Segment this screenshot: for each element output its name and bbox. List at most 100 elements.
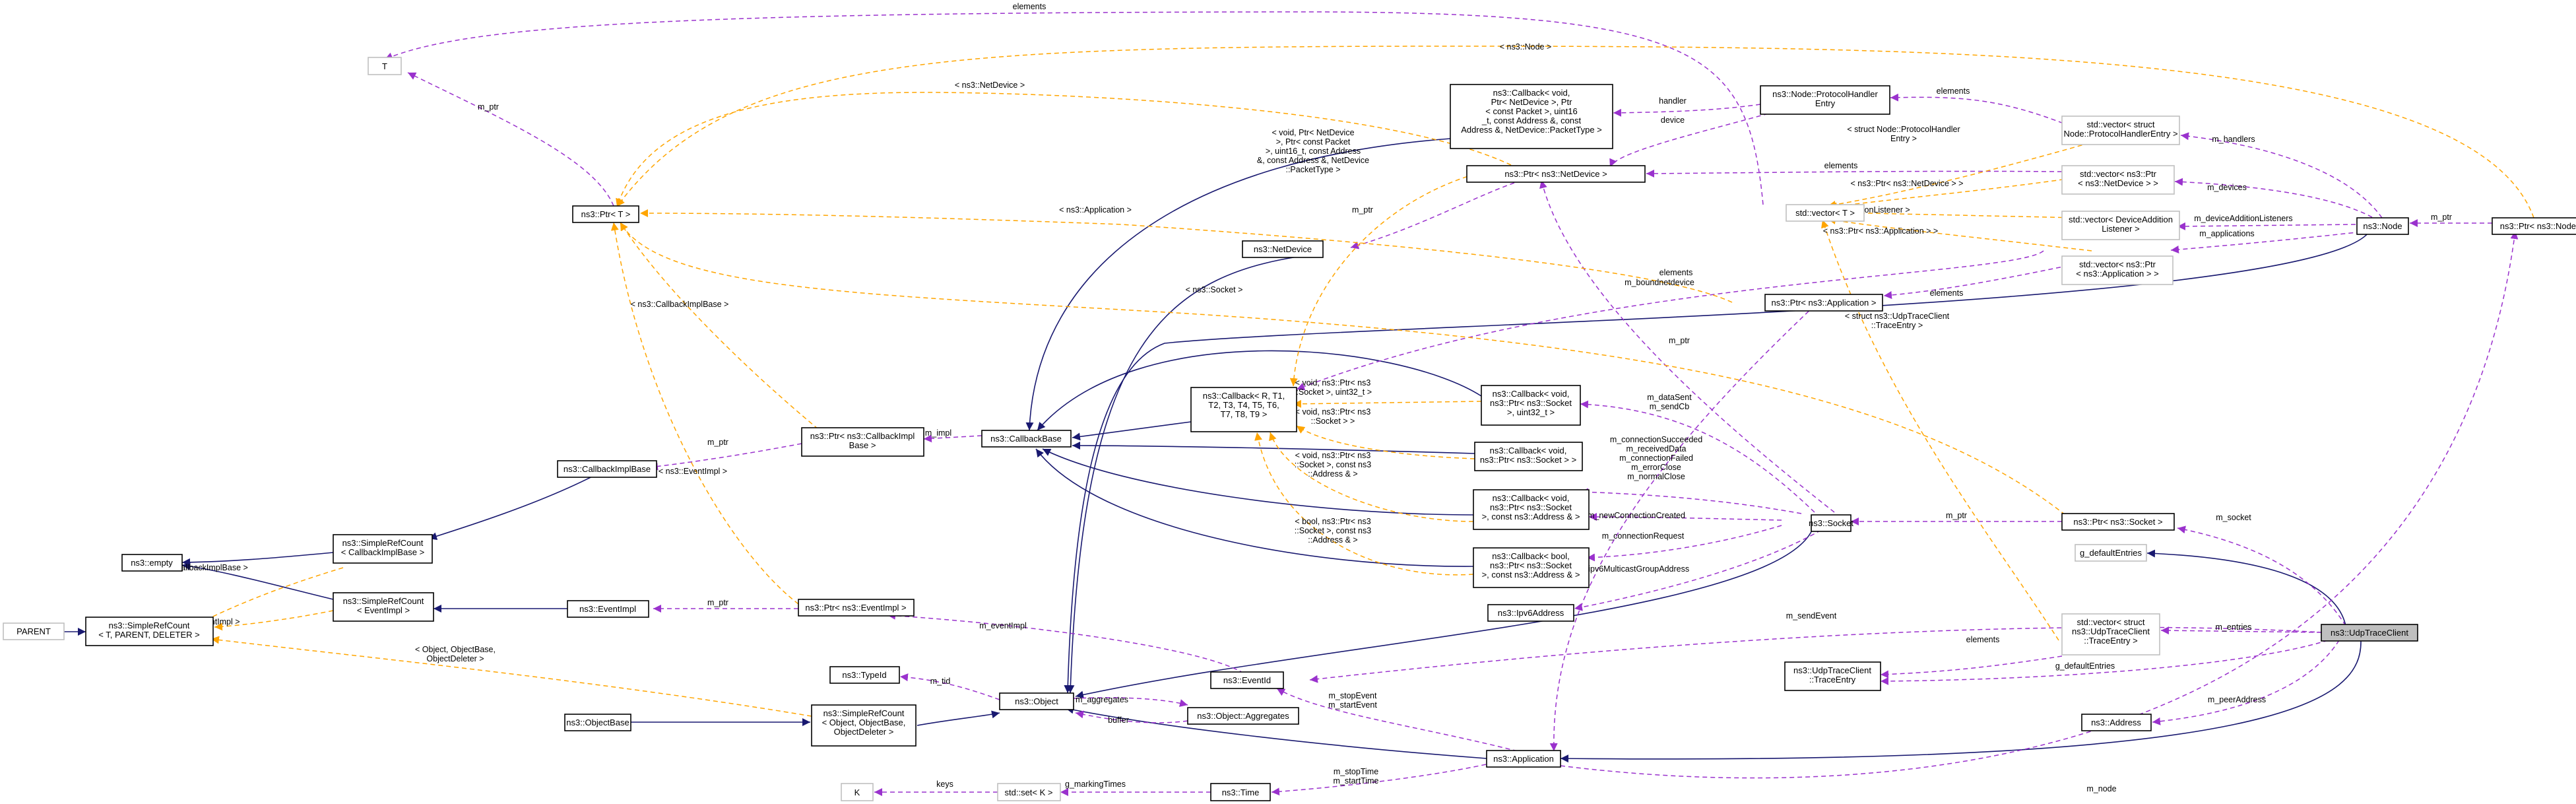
node-T[interactable]: T: [368, 57, 402, 75]
node-address[interactable]: ns3::Address: [2081, 714, 2152, 731]
node-empty[interactable]: ns3::empty: [121, 554, 183, 572]
node-ptr-application[interactable]: ns3::Ptr< ns3::Application >: [1764, 294, 1883, 312]
node-callback-base-generic[interactable]: ns3::Callback< R, T1,T2, T3, T4, T5, T6,…: [1190, 387, 1297, 432]
node-vector-t[interactable]: std::vector< T >: [1786, 204, 1865, 222]
edge-label-handler-line-1: handler: [1659, 96, 1687, 106]
node-callbackbase[interactable]: ns3::CallbackBase: [981, 430, 1072, 448]
node-g-default-entries[interactable]: g_defaultEntries: [2075, 544, 2147, 562]
node-label-callback-socket-address-line-2: ns3::Ptr< ns3::Socket: [1490, 502, 1572, 512]
node-callback-socket-address[interactable]: ns3::Callback< void,ns3::Ptr< ns3::Socke…: [1473, 489, 1590, 530]
label-void-socket-uint: < void, ns3::Ptr< ns3::Socket >, uint32_…: [1294, 378, 1372, 397]
node-callback-bool-socket-address[interactable]: ns3::Callback< bool,ns3::Ptr< ns3::Socke…: [1473, 547, 1590, 588]
node-typeid[interactable]: ns3::TypeId: [829, 666, 900, 684]
edge-tpl-phe: [1827, 138, 2106, 209]
svg-text:ns3::Callback< void,Ptr< NetDe: ns3::Callback< void,Ptr< NetDevice >, Pt…: [1461, 88, 1602, 135]
edge-label-app-ptr-tpl-line-1: < ns3::Ptr< ns3::Application > >: [1823, 226, 1938, 236]
node-callback-netdevice[interactable]: ns3::Callback< void,Ptr< NetDevice >, Pt…: [1450, 84, 1613, 149]
node-application[interactable]: ns3::Application: [1486, 750, 1561, 768]
node-simplerefcount-object[interactable]: ns3::SimpleRefCount< Object, ObjectBase,…: [811, 704, 917, 747]
node-socket[interactable]: ns3::Socket: [1809, 514, 1853, 532]
node-parent[interactable]: PARENT: [3, 622, 65, 640]
node-simplerefcount-callbackimplbase[interactable]: ns3::SimpleRefCount< CallbackImplBase >: [333, 534, 433, 564]
node-label-callbackbase-line-1: ns3::CallbackBase: [990, 434, 1062, 444]
edge-udp-entries: [2160, 626, 2322, 635]
node-K[interactable]: K: [841, 783, 874, 801]
node-vector-ptr-netdevice[interactable]: std::vector< ns3::Ptr< ns3::NetDevice > …: [2061, 165, 2175, 195]
node-label-callback-bool-socket-address-line-3: >, const ns3::Address & >: [1482, 570, 1580, 580]
node-simplerefcount-eventimpl[interactable]: ns3::SimpleRefCount< EventImpl >: [333, 592, 434, 622]
node-trace-entry[interactable]: ns3::UdpTraceClient::TraceEntry: [1784, 661, 1881, 691]
node-label-callback-netdevice-line-4: _t, const Address &, const: [1481, 116, 1582, 125]
edge-phe-handler: [1613, 104, 1761, 117]
edge-label-object-tpl-line-2: ObjectDeleter >: [426, 654, 484, 663]
node-netdevice[interactable]: ns3::NetDevice: [1242, 240, 1324, 258]
node-label-udp-trace-client-line-1: ns3::UdpTraceClient: [2331, 628, 2408, 638]
node-callback-socket-uint[interactable]: ns3::Callback< void,ns3::Ptr< ns3::Socke…: [1481, 385, 1581, 426]
node-label-T-line-1: T: [382, 61, 387, 71]
label-m-socket: m_socket: [2216, 513, 2251, 522]
edge-tpl-vector-nd: [1828, 178, 2073, 211]
edge-tpl-void-socket: [1296, 425, 1475, 459]
node-object[interactable]: ns3::Object: [999, 692, 1074, 710]
node-ptr-t[interactable]: ns3::Ptr< T >: [572, 205, 639, 223]
node-ptr-node[interactable]: ns3::Ptr< ns3::Node >: [2492, 217, 2576, 235]
edge-tpl-udp-vector: [1821, 219, 2059, 641]
node-set-k[interactable]: std::set< K >: [997, 783, 1061, 801]
node-label-eventimpl-line-1: ns3::EventImpl: [579, 604, 636, 614]
svg-text:PARENT: PARENT: [16, 626, 51, 636]
edge-label-elements-top-line-1: elements: [1013, 2, 1046, 11]
node-ptr-eventimpl[interactable]: ns3::Ptr< ns3::EventImpl >: [798, 599, 915, 617]
edge-tpl-app-ptr: [639, 209, 1733, 303]
node-udp-trace-client[interactable]: ns3::UdpTraceClient: [2321, 624, 2418, 642]
node-label-callback-base-generic-line-1: ns3::Callback< R, T1,: [1203, 391, 1285, 401]
edge-tpl-netdevice-callback: [1289, 168, 1498, 387]
label-handler: handler: [1659, 96, 1687, 106]
node-time[interactable]: ns3::Time: [1210, 783, 1271, 801]
edge-callback-generic-to-base: [1072, 421, 1192, 441]
node-node[interactable]: ns3::Node: [2356, 217, 2409, 235]
edge-label-elements-phe-line-1: elements: [1937, 86, 1970, 96]
node-label-typeid-line-1: ns3::TypeId: [842, 670, 886, 680]
node-eventimpl[interactable]: ns3::EventImpl: [567, 600, 649, 618]
svg-text:ns3::Callback< void,ns3::Ptr<: ns3::Callback< void,ns3::Ptr< ns3::Socke…: [1490, 389, 1572, 417]
node-simplerefcount-generic[interactable]: ns3::SimpleRefCount< T, PARENT, DELETER …: [85, 617, 214, 646]
edge-tpl-app-vector: [1827, 217, 2092, 251]
node-ptr-netdevice[interactable]: ns3::Ptr< ns3::NetDevice >: [1466, 165, 1646, 183]
node-ipv6address[interactable]: ns3::Ipv6Address: [1487, 604, 1574, 622]
node-label-ptr-eventimpl-line-1: ns3::Ptr< ns3::EventImpl >: [805, 603, 906, 613]
node-label-callback-socket-address-line-3: >, const ns3::Address & >: [1482, 512, 1580, 521]
edge-label-elements-te-line-1: elements: [1966, 635, 2000, 644]
node-vector-ptr-application[interactable]: std::vector< ns3::Ptr< ns3::Application …: [2061, 255, 2174, 285]
svg-text:ns3::SimpleRefCount< T, PARENT: ns3::SimpleRefCount< T, PARENT, DELETER …: [98, 620, 199, 640]
edge-label-m-event-impl-line-1: m_eventImpl: [979, 621, 1027, 630]
node-label-callback-base-generic-line-3: T7, T8, T9 >: [1221, 409, 1268, 419]
edge-label-struct-phe-line-2: Entry >: [1890, 134, 1917, 143]
node-object-aggregates[interactable]: ns3::Object::Aggregates: [1187, 707, 1299, 725]
node-label-callback-socket-address-line-1: ns3::Callback< void,: [1493, 493, 1570, 503]
node-label-simplerefcount-generic-line-1: ns3::SimpleRefCount: [109, 620, 190, 630]
edge-ptr-app-mptr: [1549, 305, 1815, 752]
node-eventid[interactable]: ns3::EventId: [1210, 671, 1284, 689]
node-label-ptr-application-line-1: ns3::Ptr< ns3::Application >: [1772, 298, 1877, 308]
label-callbackimplbase-tpl-2: < CallbackImplBase >: [168, 563, 248, 572]
node-ptr-socket[interactable]: ns3::Ptr< ns3::Socket >: [2061, 513, 2175, 531]
edge-label-m-device-listeners-line-1: m_deviceAdditionListeners: [2194, 214, 2292, 223]
node-callback-socket[interactable]: ns3::Callback< void,ns3::Ptr< ns3::Socke…: [1474, 442, 1583, 471]
node-objectbase[interactable]: ns3::ObjectBase: [564, 714, 631, 731]
edge-label-m-aggregates-line-1: m_aggregates: [1076, 695, 1128, 704]
node-label-eventid-line-1: ns3::EventId: [1223, 675, 1271, 685]
node-label-vector-trace-entry-line-3: ::TraceEntry >: [2084, 636, 2138, 646]
edge-ptr-cib-mptr: [649, 443, 802, 471]
edge-label-void-socket-uint-line-2: ::Socket >, uint32_t >: [1294, 387, 1372, 397]
node-callbackimplbase[interactable]: ns3::CallbackImplBase: [557, 460, 657, 478]
svg-text:ns3::CallbackImplBase: ns3::CallbackImplBase: [564, 464, 651, 474]
label-buffer: buffer: [1108, 716, 1129, 725]
